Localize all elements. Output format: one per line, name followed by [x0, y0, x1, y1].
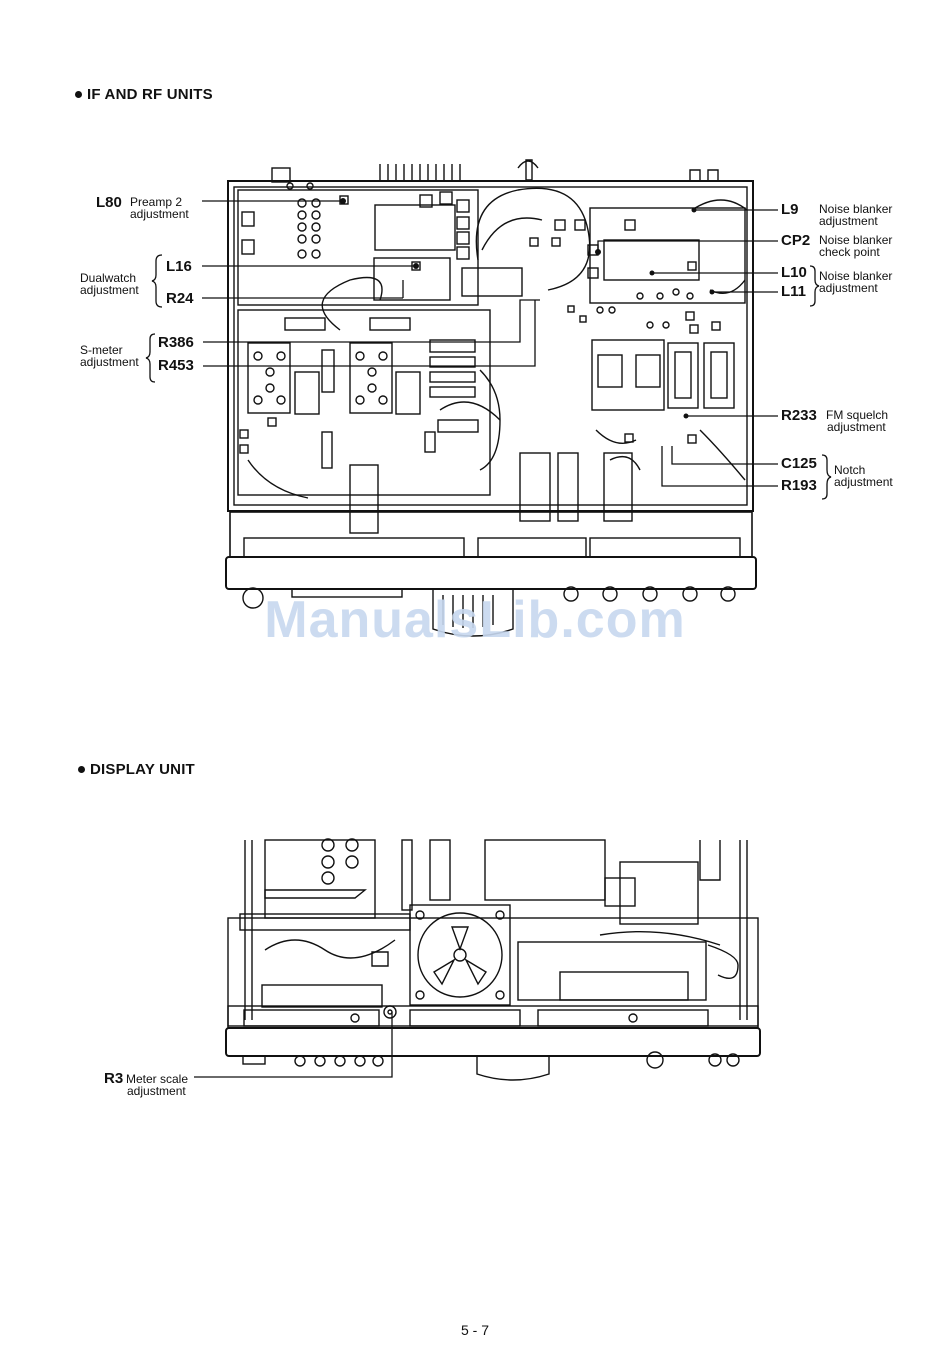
callout-r193: R193	[781, 477, 817, 494]
desc-nb-line1: Noise blanker	[819, 269, 893, 283]
bullet-icon	[75, 90, 82, 98]
section-title-if-rf-text: IF AND RF UNITS	[87, 86, 213, 103]
desc-r233-line2: adjustment	[827, 420, 886, 434]
desc-notch: Notch adjustment	[834, 464, 893, 488]
callout-r233: R233	[781, 407, 817, 424]
desc-l80: Preamp 2 adjustment	[130, 196, 189, 220]
brace-icons	[145, 254, 832, 500]
desc-cp2: Noise blanker check point	[819, 234, 892, 258]
desc-cp2-line2: check point	[819, 245, 880, 259]
leader-lines	[194, 200, 778, 1078]
desc-r233-line1: FM squelch	[826, 408, 889, 422]
desc-l80-line2: adjustment	[130, 207, 189, 221]
desc-cp2-line1: Noise blanker	[819, 233, 893, 247]
section-title-display: DISPLAY UNIT	[78, 761, 195, 778]
callout-l11: L11	[781, 283, 807, 300]
desc-smeter-line2: adjustment	[80, 355, 139, 369]
desc-dualwatch-line1: Dualwatch	[80, 271, 137, 285]
callout-r3: R3	[104, 1070, 124, 1087]
bullet-icon	[78, 765, 85, 773]
desc-smeter-line1: S-meter	[80, 343, 123, 357]
desc-nb-adjustment: Noise blanker adjustment	[819, 270, 892, 294]
desc-r3-line2: adjustment	[127, 1084, 186, 1098]
callout-l16: L16	[166, 258, 192, 275]
watermark: ManualsLib.com	[264, 591, 686, 649]
desc-dualwatch: Dualwatch adjustment	[80, 272, 139, 296]
callout-cp2: CP2	[781, 232, 811, 249]
if-rf-unit-drawing	[225, 159, 757, 637]
page-number: 5 - 7	[460, 1322, 489, 1338]
desc-l9-line2: adjustment	[819, 214, 878, 228]
section-title-if-rf: IF AND RF UNITS	[75, 86, 213, 103]
desc-r3: Meter scale adjustment	[126, 1073, 188, 1097]
desc-r233: FM squelch adjustment	[826, 409, 888, 433]
desc-notch-line1: Notch	[834, 463, 866, 477]
callout-r453: R453	[158, 357, 194, 374]
desc-l80-line1: Preamp 2	[130, 195, 183, 209]
callout-l10: L10	[781, 264, 807, 281]
desc-notch-line2: adjustment	[834, 475, 893, 489]
callout-r386: R386	[158, 334, 194, 351]
desc-nb-line2: adjustment	[819, 281, 878, 295]
desc-l9-line1: Noise blanker	[819, 202, 893, 216]
marker-dots	[340, 198, 715, 419]
callout-r24: R24	[166, 290, 194, 307]
desc-dualwatch-line2: adjustment	[80, 283, 139, 297]
callout-l80: L80	[96, 194, 122, 211]
callout-c125: C125	[781, 455, 817, 472]
desc-l9: Noise blanker adjustment	[819, 203, 892, 227]
desc-smeter: S-meter adjustment	[80, 344, 139, 368]
callout-l9: L9	[781, 201, 799, 218]
desc-r3-line1: Meter scale	[126, 1072, 189, 1086]
display-unit-drawing	[225, 838, 761, 1081]
section-title-display-text: DISPLAY UNIT	[90, 761, 195, 778]
